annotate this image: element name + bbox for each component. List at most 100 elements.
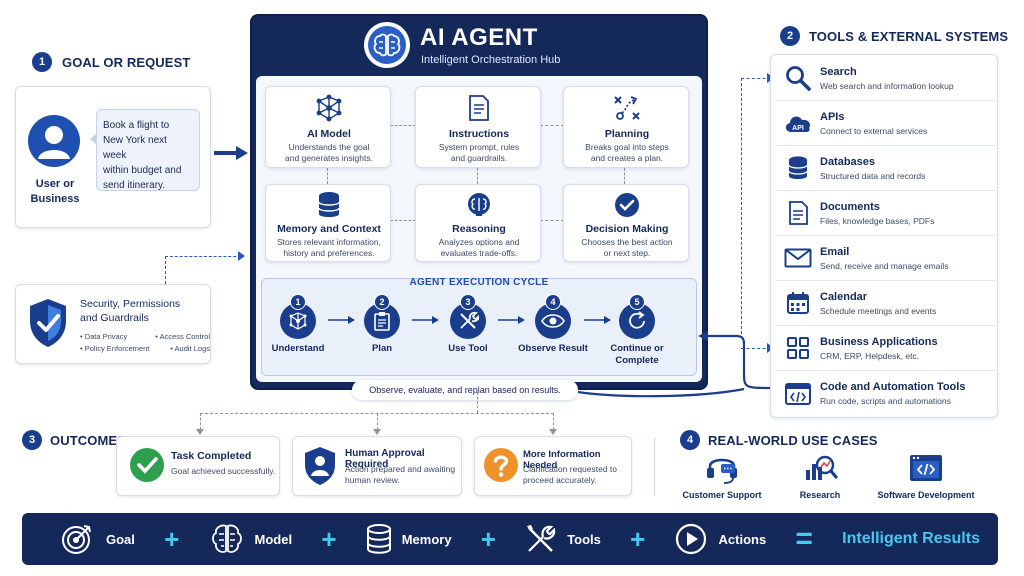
- use-case-label: Customer Support: [682, 490, 762, 500]
- neural-network-icon: 1: [280, 294, 316, 339]
- tools-connector-top: [741, 78, 771, 79]
- tool-name: Business Applications: [820, 335, 938, 348]
- research-chart-icon: [802, 452, 838, 486]
- use-cases-section-header: 4 REAL-WORLD USE CASES: [680, 430, 878, 450]
- outcome-arrowhead-3: [549, 429, 557, 435]
- tool-name: Code and Automation Tools: [820, 381, 966, 393]
- step-number: 2: [374, 294, 390, 310]
- tool-desc: Files, knowledge bases, PDFs: [820, 215, 935, 226]
- formula-label: Model: [254, 531, 293, 547]
- refresh-icon: 5: [619, 294, 655, 339]
- formula-label: Memory: [401, 531, 452, 547]
- outcome-task-completed: Task Completed Goal achieved successfull…: [116, 436, 280, 496]
- eye-icon: 4: [535, 294, 571, 339]
- formula-goal: Goal: [60, 522, 135, 556]
- security-card: Security, Permissions and Guardrails • D…: [15, 284, 211, 364]
- security-items: • Data Privacy• Access Control • Policy …: [80, 332, 210, 353]
- tool-name: Documents: [820, 200, 880, 213]
- brain-icon: [465, 191, 493, 219]
- module-link-7: [540, 220, 564, 221]
- apps-grid-icon: [776, 336, 820, 360]
- request-bubble: Book a flight to New York next week with…: [96, 109, 200, 191]
- hub-subtitle: Intelligent Orchestration Hub: [421, 54, 561, 66]
- tool-desc: Schedule meetings and events: [820, 305, 937, 316]
- strategy-icon: [611, 93, 643, 123]
- feedback-note: Observe, evaluate, and replan based on r…: [352, 380, 578, 400]
- target-icon: [60, 522, 94, 556]
- question-circle-icon: [483, 447, 519, 483]
- tools-connector-v: [741, 78, 742, 334]
- tools-icon: 3: [450, 294, 486, 339]
- search-icon: [776, 65, 820, 91]
- outcome-more-information: More Information Needed Clarification re…: [474, 436, 632, 496]
- cycle-step-understand: 1 Understand: [272, 294, 324, 355]
- tools-icon: [525, 523, 557, 555]
- tool-desc: Run code, scripts and automations: [820, 396, 951, 406]
- document-icon: [776, 200, 820, 226]
- use-case-customer-support: Customer Support: [678, 452, 766, 500]
- outcome-arrowhead-2: [373, 429, 381, 435]
- plus-icon: +: [630, 523, 646, 554]
- equals-icon: =: [795, 522, 813, 555]
- tool-desc: Connect to external services: [820, 125, 928, 136]
- module-link-5: [624, 168, 625, 184]
- module-title: Instructions: [448, 128, 510, 140]
- svg-text:API: API: [792, 125, 804, 132]
- plus-icon: +: [321, 523, 337, 554]
- outcome-desc: Goal achieved successfully.: [171, 466, 276, 476]
- outcome-connector-stem: [477, 392, 478, 413]
- formula-model: Model: [209, 522, 293, 556]
- outcome-title: More Information Needed: [523, 449, 601, 471]
- outcomes-section-header: 3 OUTCOMES: [22, 430, 126, 450]
- outcome-connector-2: [377, 413, 378, 430]
- neural-network-icon: [313, 93, 345, 123]
- module-title: Reasoning: [452, 223, 506, 235]
- check-circle-icon: [613, 191, 641, 219]
- goal-card: User or Business Book a flight to New Yo…: [15, 86, 211, 228]
- tool-name: Calendar: [820, 290, 868, 303]
- bubble-tail: [90, 133, 97, 145]
- formula-memory: Memory: [366, 523, 452, 555]
- plus-icon: +: [480, 523, 496, 554]
- database-icon: [776, 155, 820, 181]
- play-circle-icon: [675, 523, 707, 555]
- cycle-arrow-3: [498, 314, 526, 326]
- formula-label: Goal: [106, 531, 135, 547]
- formula-label: Actions: [718, 531, 767, 547]
- step-label: Use Tool: [448, 343, 488, 354]
- outcome-arrowhead-1: [196, 429, 204, 435]
- module-title: Memory and Context: [277, 223, 381, 235]
- hub-title: AI AGENT: [420, 24, 538, 51]
- goal-section-header: 1 GOAL OR REQUEST: [32, 52, 190, 72]
- outcome-connector-3: [553, 413, 554, 430]
- use-case-label: Software Development: [877, 490, 975, 500]
- cycle-arrow-2: [412, 314, 440, 326]
- formula-items: Goal + Model + Memory + Tools + Actions …: [60, 513, 980, 565]
- plus-icon: +: [164, 523, 180, 554]
- cycle-arrow-1: [328, 314, 356, 326]
- step-number: 5: [629, 294, 645, 310]
- module-link-6: [390, 220, 416, 221]
- shield-check-icon: [26, 297, 70, 349]
- tools-section-title: TOOLS & EXTERNAL SYSTEMS: [809, 28, 1009, 44]
- use-case-research: Research: [780, 452, 860, 500]
- outcomes-number-badge: 3: [22, 430, 42, 450]
- security-title: Security, Permissions and Guardrails: [80, 298, 181, 324]
- security-connector-v: [165, 256, 166, 284]
- tool-name: Email: [820, 245, 850, 258]
